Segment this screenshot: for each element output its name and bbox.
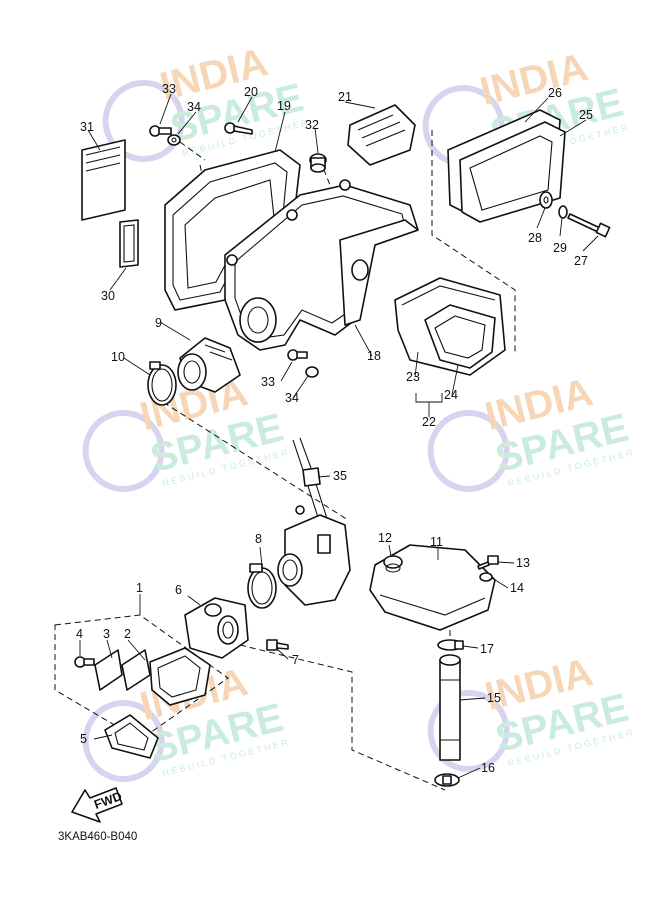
part-5-gasket (104, 714, 159, 759)
callout-12: 12 (378, 531, 392, 545)
callout-29: 29 (553, 241, 567, 255)
callout-13: 13 (516, 556, 530, 570)
part-8-hose-clamp (247, 563, 277, 609)
callout-34: 34 (187, 100, 201, 114)
carburetor (277, 505, 351, 606)
part-29-washer (558, 205, 568, 219)
callout-17: 17 (480, 642, 494, 656)
callout-5: 5 (80, 732, 87, 746)
part-18-airbox-body (224, 179, 419, 351)
part-12-grommet (383, 555, 403, 573)
part-33-screw (149, 125, 172, 137)
callout-4: 4 (76, 627, 83, 641)
callout-18: 18 (367, 349, 381, 363)
callout-27: 27 (574, 254, 588, 268)
callout-16: 16 (481, 761, 495, 775)
callout-30: 30 (101, 289, 115, 303)
callout-labels: 1 2 3 4 5 6 7 8 9 10 11 12 13 14 15 16 1… (76, 82, 593, 775)
callout-26: 26 (548, 86, 562, 100)
callout-24: 24 (444, 388, 458, 402)
watermark-bottom-right: INDIA SPARE REBUILD TOGETHER (427, 650, 636, 772)
part-35-plug (302, 467, 321, 487)
part-27-bolt (567, 213, 611, 238)
callout-15: 15 (487, 691, 501, 705)
part-7-bolt (266, 639, 289, 651)
callout-8: 8 (255, 532, 262, 546)
callout-32: 32 (305, 118, 319, 132)
callout-2: 2 (124, 627, 131, 641)
watermark-mid-right: INDIA SPARE REBUILD TOGETHER (427, 370, 636, 492)
callout-7: 7 (292, 653, 299, 667)
part-3-reed-stopper (94, 649, 123, 691)
forward-arrow-icon: FWD (71, 787, 124, 823)
part-9-intake-joint (177, 337, 241, 393)
part-24-element-guide (424, 304, 496, 369)
part-30-seal (119, 219, 139, 268)
part-10-hose-clamp (147, 361, 177, 406)
part-14-washer (479, 572, 493, 582)
callout-10: 10 (111, 350, 125, 364)
callout-1: 1 (136, 581, 143, 595)
callout-21: 21 (338, 90, 352, 104)
part-16-hose-clip (434, 773, 460, 787)
callout-19: 19 (277, 99, 291, 113)
part-34-washer-lower (305, 366, 319, 378)
callout-35: 35 (333, 469, 347, 483)
watermark-layer: INDIA SPARE REBUILD TOGETHER INDIA SPARE… (82, 40, 636, 782)
part-28-washer (539, 191, 553, 209)
part-2-reed (121, 649, 151, 691)
part-4-screw (74, 656, 95, 668)
callout-23: 23 (406, 370, 420, 384)
part-31-filter-sheet (81, 139, 126, 221)
part-34-washer (167, 134, 181, 146)
part-25-airbox-lid (459, 121, 566, 223)
part-21-intake-duct (347, 104, 416, 166)
part-11-oil-tank (369, 544, 496, 631)
leader-lines (79, 93, 599, 779)
part-17-hose-clip (437, 639, 464, 651)
callout-25: 25 (579, 108, 593, 122)
callout-3: 3 (103, 627, 110, 641)
callout-11: 11 (430, 535, 443, 549)
part-32-grommet (309, 153, 327, 173)
callout-31: 31 (80, 120, 94, 134)
callout-28: 28 (528, 231, 542, 245)
callout-33-lower: 33 (261, 375, 275, 389)
part-15-oil-hose (439, 654, 461, 761)
callout-14: 14 (510, 581, 524, 595)
callout-6: 6 (175, 583, 182, 597)
callout-9: 9 (155, 316, 162, 330)
part-33-screw-lower (287, 349, 308, 361)
callout-22: 22 (422, 415, 436, 429)
callout-20: 20 (244, 85, 258, 99)
diagram-code: 3KAB460-B040 (58, 831, 137, 843)
callout-34-lower: 34 (285, 391, 299, 405)
part-13-bolt (477, 555, 499, 570)
callout-33: 33 (162, 82, 176, 96)
part-6-intake-manifold (184, 597, 249, 659)
part-20-screw (224, 122, 253, 135)
part-1-reed-valve-assy (149, 647, 211, 706)
